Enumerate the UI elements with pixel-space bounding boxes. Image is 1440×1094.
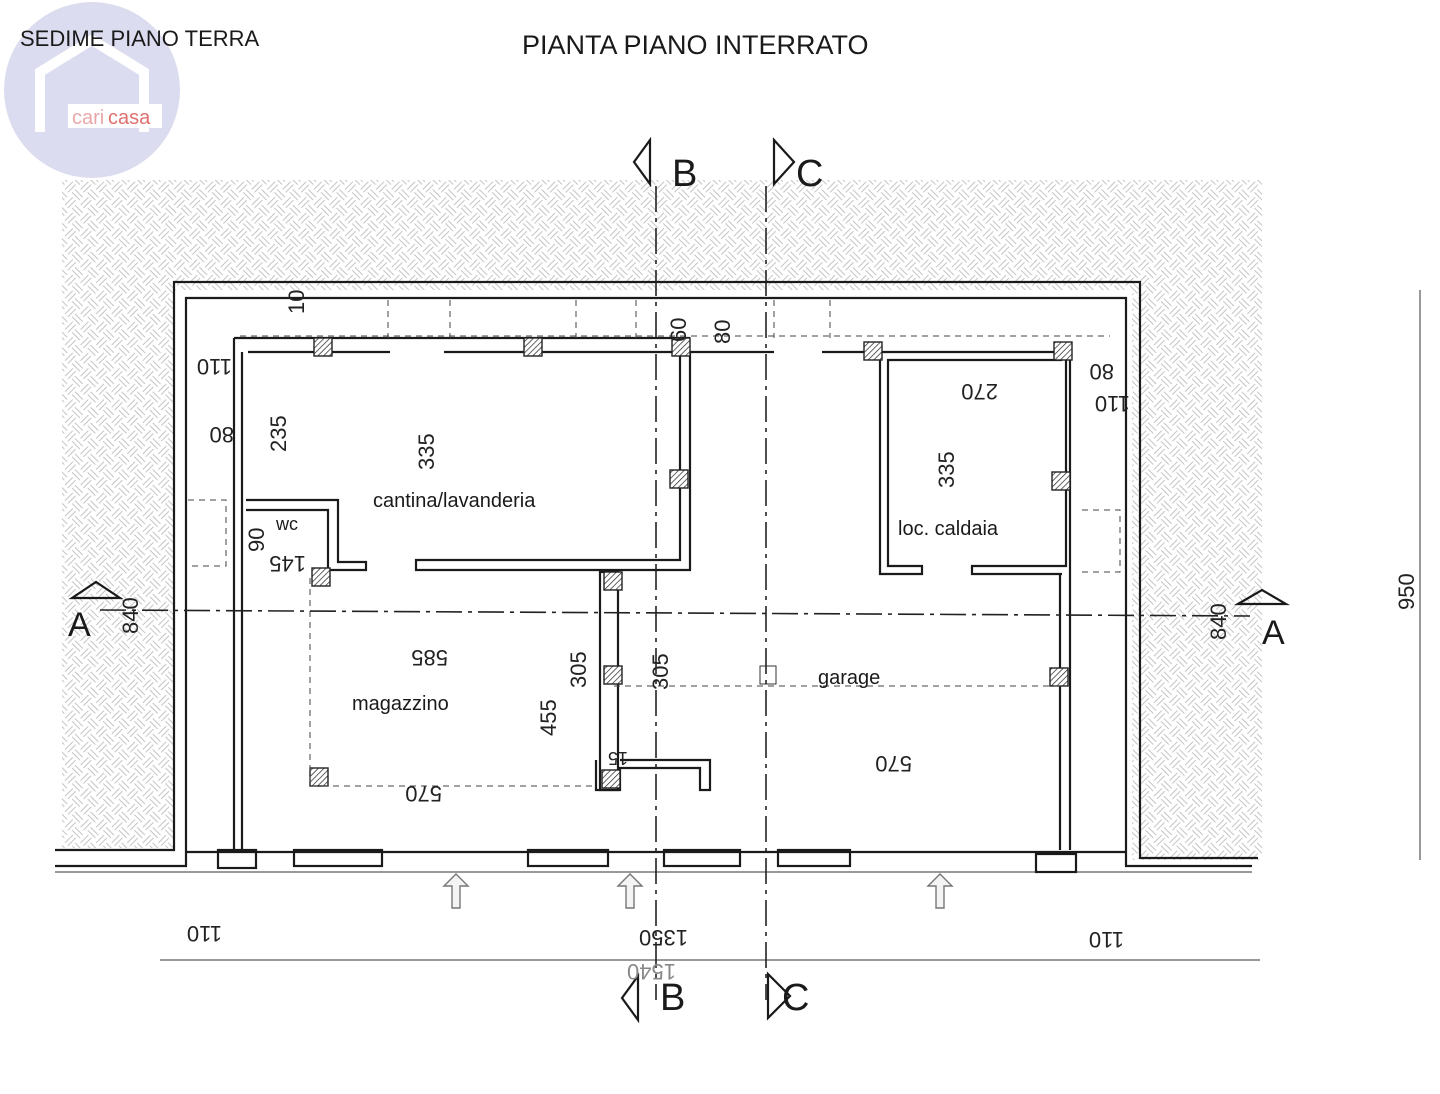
dimension-label: 270 [961,379,998,404]
terrain-hatch [62,180,1262,860]
section-axes [99,186,1251,1000]
dimension-label: 1540 [627,959,676,984]
section-marker-c-top: C [772,137,823,195]
dimension-label: 235 [266,415,291,452]
dimension-label: 110 [187,921,222,946]
dimension-label: 570 [405,781,442,806]
logo-circle [4,2,180,178]
room-label-caldaia: loc. caldaia [898,518,999,540]
section-label-a-right: A [1262,614,1285,652]
page-title: PIANTA PIANO INTERRATO [522,30,869,60]
entry-arrows [442,873,954,909]
room-label-wc: wc [275,514,298,534]
section-marker-a-right: A [1233,588,1291,652]
dimension-label: 60 [666,318,691,342]
logo-plate [68,104,162,128]
section-marker-a-left: A [68,580,124,644]
dimension-label: 110 [1095,391,1130,416]
logo-house-icon [35,34,149,132]
dimension-label: 110 [197,354,232,379]
dimension-labels: 10 60 80 110 80 235 335 270 335 80 110 9… [118,290,1419,984]
room-label-magazzino: magazzino [352,693,449,715]
dimension-label: 335 [934,451,959,488]
dimension-label: 80 [1090,359,1114,384]
section-label-c-bottom: C [782,977,809,1019]
section-label-b-bottom: B [660,977,685,1019]
room-label-garage: garage [818,667,880,689]
sedime-label: SEDIME PIANO TERRA [20,26,260,51]
dimension-label: 585 [411,645,448,670]
dimension-label: 570 [875,751,912,776]
logo-text-casa: casa [108,107,151,129]
entry-arrow-icon [926,873,954,909]
section-label-a-left: A [68,606,91,644]
dimension-label: 145 [269,551,306,576]
dimension-label: 950 [1394,573,1419,610]
section-label-b-top: B [672,153,697,195]
inner-walls [232,336,1072,850]
dimension-label: 840 [118,597,143,634]
section-marker-b-top: B [632,136,697,195]
room-labels: cantina/lavanderia wc loc. caldaia magaz… [275,490,999,715]
logo-text-cari: cari [72,107,104,129]
entry-arrow-icon [616,873,644,909]
section-marker-c-bottom: C [766,971,809,1021]
dimension-label: 840 [1206,603,1231,640]
dimension-label: 10 [284,290,309,314]
dimension-label: 110 [1089,927,1124,952]
construction-lines [160,290,1421,961]
section-label-c-top: C [796,153,823,195]
section-marker-b-bottom: B [620,972,685,1024]
dimension-label: 335 [414,433,439,470]
pillars [309,337,1073,789]
dimension-label: 455 [536,699,561,736]
caricasa-logo: cari casa [4,2,180,178]
dimension-label: 80 [210,422,234,447]
dimension-label: 1350 [639,925,688,950]
dimension-label: 15 [608,748,628,768]
dimension-label: 305 [566,651,591,688]
entry-arrow-icon [442,873,470,909]
dimension-label: 305 [648,653,673,690]
dimension-label: 80 [710,320,735,344]
dimension-label: 90 [244,528,269,552]
room-label-cantina: cantina/lavanderia [373,490,536,512]
